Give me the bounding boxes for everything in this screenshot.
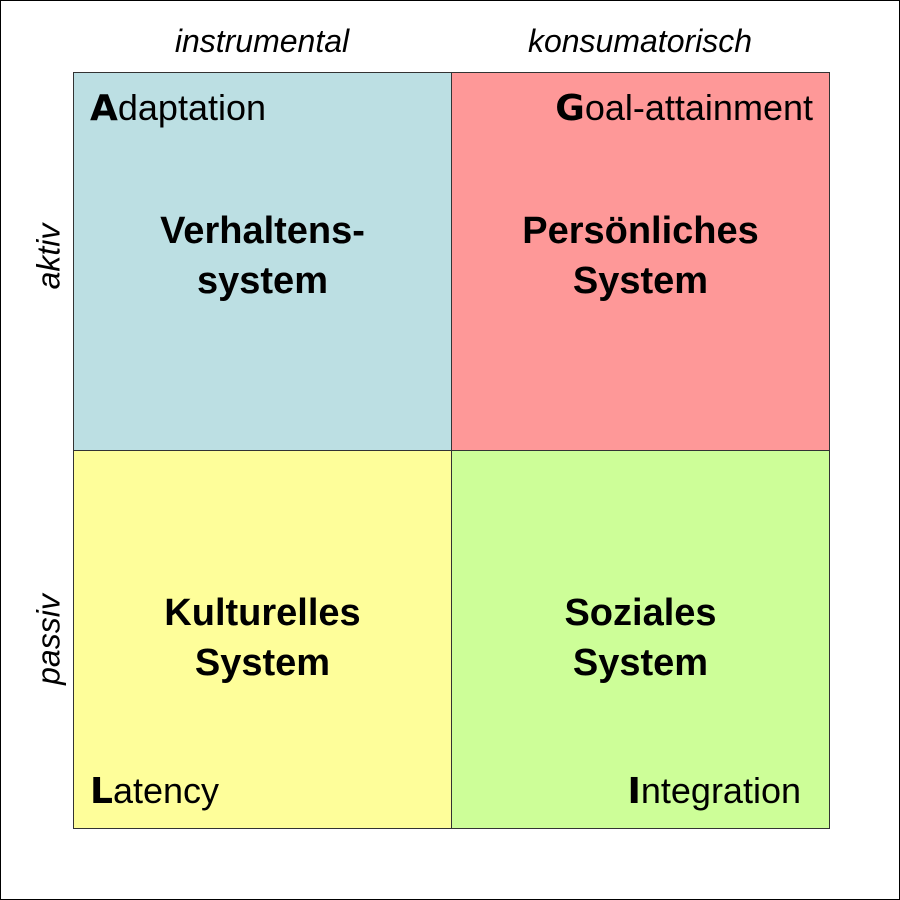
column-label-konsumatorisch: konsumatorisch [527, 23, 753, 59]
label-rest-latency: atency [112, 770, 220, 811]
quadrant-label-adaptation: Adaptation [90, 87, 266, 129]
column-label-instrumental: instrumental [174, 23, 350, 59]
quadrant-integration: Integration Soziales System [451, 450, 830, 829]
title-line-1: Verhaltens- [160, 210, 365, 252]
initial-g: G [555, 88, 585, 129]
label-rest-goal: oal-attainment [584, 87, 813, 128]
initial-a: A [90, 88, 118, 129]
title-line-1: Soziales [564, 592, 717, 634]
quadrant-label-integration: Integration [627, 770, 801, 812]
initial-l: L [90, 771, 113, 812]
title-line-1: Kulturelles [164, 592, 361, 634]
row-label-aktiv: aktiv [30, 223, 67, 290]
title-line-2: System [194, 642, 331, 684]
quadrant-label-latency: Latency [90, 770, 219, 812]
system-title-persoenliches-system: Persönliches System [452, 206, 829, 306]
title-line-2: System [572, 642, 709, 684]
initial-i: I [627, 771, 641, 812]
system-title-kulturelles-system: Kulturelles System [74, 588, 451, 688]
label-rest-adaptation: daptation [117, 87, 267, 128]
row-label-passiv: passiv [30, 594, 67, 685]
system-title-soziales-system: Soziales System [452, 588, 829, 688]
quadrant-latency: Latency Kulturelles System [73, 450, 452, 829]
quadrant-adaptation: Adaptation Verhaltens- system [73, 72, 452, 451]
title-line-1: Persönliches [522, 210, 759, 252]
label-rest-integration: ntegration [640, 770, 801, 811]
quadrant-goal-attainment: Goal-attainment Persönliches System [451, 72, 830, 451]
title-line-2: system [197, 260, 328, 302]
title-line-2: System [572, 260, 709, 302]
quadrant-label-goal-attainment: Goal-attainment [555, 87, 813, 129]
system-title-verhaltenssystem: Verhaltens- system [74, 206, 451, 306]
